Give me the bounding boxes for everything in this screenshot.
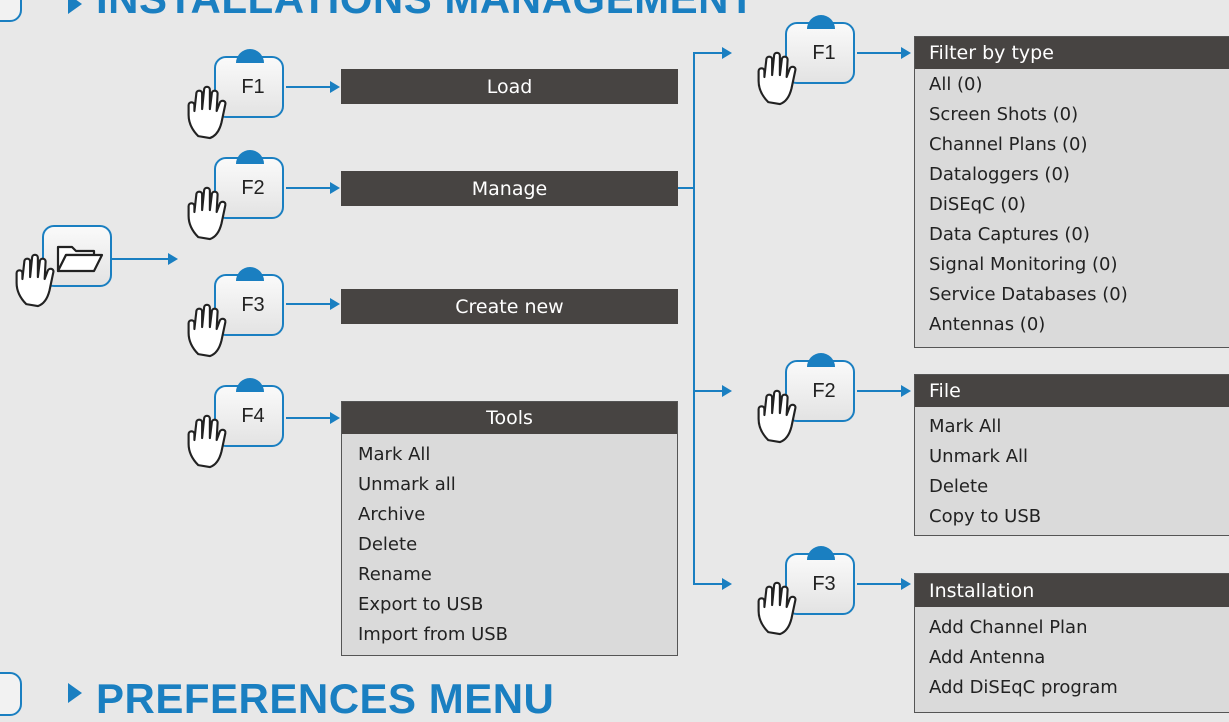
connector bbox=[286, 86, 332, 88]
f1-key[interactable]: F1 bbox=[214, 49, 284, 118]
hand-pointer-icon bbox=[187, 303, 227, 358]
hand-pointer-icon bbox=[757, 581, 797, 636]
connector-arrowhead bbox=[722, 578, 732, 590]
connector-arrowhead bbox=[330, 81, 340, 93]
create-new-button[interactable]: Create new bbox=[341, 289, 678, 324]
load-button[interactable]: Load bbox=[341, 69, 678, 104]
filter-menu-title: Filter by type bbox=[929, 42, 1054, 64]
connector-arrowhead bbox=[901, 47, 911, 59]
f2-key[interactable]: F2 bbox=[785, 353, 855, 422]
connector-arrowhead bbox=[722, 47, 732, 59]
filter-item-dataloggers[interactable]: Dataloggers (0) bbox=[929, 164, 1070, 185]
connector bbox=[857, 390, 903, 392]
connector bbox=[693, 583, 723, 585]
f4-key-label: F4 bbox=[241, 404, 265, 427]
filter-item-channel-plans[interactable]: Channel Plans (0) bbox=[929, 134, 1088, 155]
hand-pointer-icon bbox=[757, 51, 797, 106]
tools-menu: Tools Mark All Unmark all Archive Delete… bbox=[341, 401, 678, 656]
installation-menu: Installation Add Channel Plan Add Antenn… bbox=[914, 573, 1229, 713]
f3-key[interactable]: F3 bbox=[785, 546, 855, 615]
connector bbox=[693, 390, 723, 392]
tools-menu-title: Tools bbox=[486, 407, 533, 429]
f3-key-label: F3 bbox=[812, 572, 836, 595]
section-badge-top bbox=[0, 0, 22, 22]
title-arrow-bottom bbox=[68, 683, 82, 703]
hand-pointer-icon bbox=[187, 186, 227, 241]
file-item-mark-all[interactable]: Mark All bbox=[929, 416, 1002, 437]
file-item-unmark-all[interactable]: Unmark All bbox=[929, 446, 1029, 467]
f1-key[interactable]: F1 bbox=[785, 15, 855, 84]
tools-item-unmark-all[interactable]: Unmark all bbox=[358, 474, 456, 495]
file-item-delete[interactable]: Delete bbox=[929, 476, 989, 497]
file-menu-title: File bbox=[929, 380, 961, 402]
file-item-copy-usb[interactable]: Copy to USB bbox=[929, 506, 1042, 527]
connector-arrowhead bbox=[722, 385, 732, 397]
installation-item-add-diseqc[interactable]: Add DiSEqC program bbox=[929, 677, 1118, 698]
installation-item-add-antenna[interactable]: Add Antenna bbox=[929, 647, 1046, 668]
tools-item-mark-all[interactable]: Mark All bbox=[358, 444, 431, 465]
tools-menu-header: Tools bbox=[342, 402, 677, 434]
connector-arrowhead bbox=[330, 182, 340, 194]
connector-arrowhead bbox=[168, 253, 178, 265]
page-title: INSTALLATIONS MANAGEMENT bbox=[96, 0, 755, 20]
f1-key-label: F1 bbox=[241, 75, 265, 98]
connector bbox=[678, 187, 694, 189]
title-arrow-top bbox=[68, 0, 82, 14]
filter-item-screen-shots[interactable]: Screen Shots (0) bbox=[929, 104, 1079, 125]
f2-key[interactable]: F2 bbox=[214, 150, 284, 219]
f1-key-label: F1 bbox=[812, 41, 836, 64]
connector-arrowhead bbox=[901, 578, 911, 590]
connector-arrowhead bbox=[330, 298, 340, 310]
filter-item-data-captures[interactable]: Data Captures (0) bbox=[929, 224, 1090, 245]
filter-item-service-databases[interactable]: Service Databases (0) bbox=[929, 284, 1128, 305]
hand-pointer-icon bbox=[187, 414, 227, 469]
connector bbox=[286, 417, 332, 419]
tools-item-import-usb[interactable]: Import from USB bbox=[358, 624, 509, 645]
manage-button[interactable]: Manage bbox=[341, 171, 678, 206]
tools-item-export-usb[interactable]: Export to USB bbox=[358, 594, 484, 615]
filter-by-type-menu: Filter by type All (0) Screen Shots (0) … bbox=[914, 36, 1229, 348]
tools-item-rename[interactable]: Rename bbox=[358, 564, 432, 585]
connector bbox=[286, 303, 332, 305]
hand-pointer-icon bbox=[757, 389, 797, 444]
connector bbox=[112, 258, 170, 260]
filter-item-antennas[interactable]: Antennas (0) bbox=[929, 314, 1046, 335]
connector bbox=[857, 583, 903, 585]
tools-item-archive[interactable]: Archive bbox=[358, 504, 426, 525]
filter-item-all[interactable]: All (0) bbox=[929, 74, 983, 95]
file-menu-header: File bbox=[915, 375, 1229, 407]
folder-icon bbox=[56, 243, 104, 277]
f2-key-label: F2 bbox=[241, 176, 265, 199]
hand-pointer-icon bbox=[15, 253, 55, 308]
folder-key[interactable] bbox=[42, 225, 112, 287]
installation-item-add-channel-plan[interactable]: Add Channel Plan bbox=[929, 617, 1088, 638]
installation-menu-title: Installation bbox=[929, 579, 1035, 602]
connector bbox=[286, 187, 332, 189]
filter-item-diseqc[interactable]: DiSEqC (0) bbox=[929, 194, 1026, 215]
f3-key-label: F3 bbox=[241, 293, 265, 316]
section-title-preferences: PREFERENCES MENU bbox=[96, 675, 555, 722]
section-badge-bottom bbox=[0, 672, 22, 716]
file-menu: File Mark All Unmark All Delete Copy to … bbox=[914, 374, 1229, 536]
installation-menu-header: Installation bbox=[915, 574, 1229, 607]
connector-arrowhead bbox=[901, 385, 911, 397]
filter-menu-header: Filter by type bbox=[915, 37, 1229, 69]
connector-arrowhead bbox=[330, 412, 340, 424]
hand-pointer-icon bbox=[187, 85, 227, 140]
filter-item-signal-monitoring[interactable]: Signal Monitoring (0) bbox=[929, 254, 1118, 275]
connector bbox=[693, 52, 723, 54]
f2-key-label: F2 bbox=[812, 379, 836, 402]
connector bbox=[693, 52, 695, 584]
tools-item-delete[interactable]: Delete bbox=[358, 534, 418, 555]
connector bbox=[857, 52, 903, 54]
